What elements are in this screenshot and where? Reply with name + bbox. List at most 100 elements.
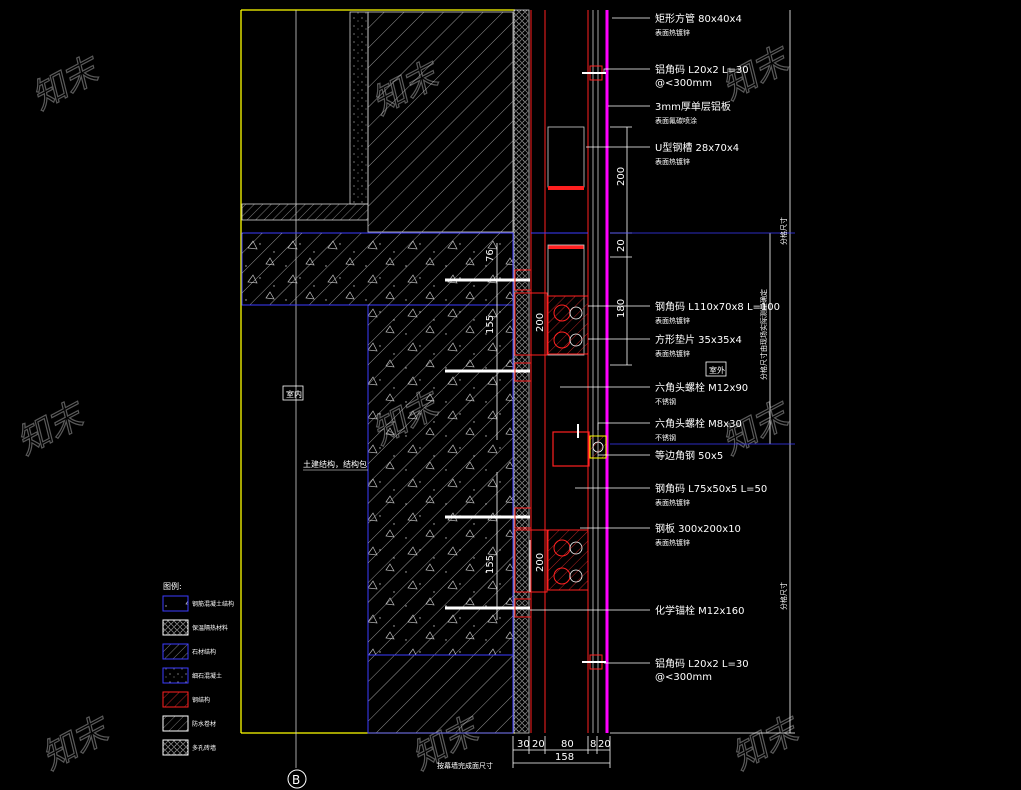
callout-main: 铝角码 L20x2 L=30 <box>655 658 749 670</box>
dim-bottom-1: 30 <box>517 739 530 750</box>
dim-left-2: 155 <box>485 315 496 334</box>
callout-sub: 表面热镀锌 <box>655 157 690 166</box>
dim-bottom-4: 8 <box>590 739 596 750</box>
vertical-note: 分格尺寸由现场实际测量确定 <box>759 289 768 380</box>
dim-plate-2: 200 <box>535 553 546 572</box>
panel-clips <box>582 65 606 670</box>
tag-indoor-text: 室内 <box>286 389 302 399</box>
legend-label: 保温隔热材料 <box>192 624 228 632</box>
watermark-logo: 知末 <box>25 49 107 118</box>
legend-label: 多孔砖墙 <box>192 744 216 752</box>
legend-item-steel: 钢结构 <box>162 691 210 708</box>
legend-label: 防水卷材 <box>192 720 216 728</box>
callout-6: 方形垫片 35x35x4 表面热镀锌 <box>588 333 742 358</box>
callout-4: U型钢槽 28x70x4 表面热镀锌 <box>586 141 739 166</box>
upper-wall <box>241 11 514 233</box>
callout-sub: 不锈钢 <box>655 433 676 442</box>
dim-right-3: 180 <box>616 299 627 318</box>
callout-sub: @<300mm <box>655 672 712 683</box>
dim-total: 158 <box>555 752 574 763</box>
vertical-dimensions: 分格尺寸 分格尺寸 分格尺寸由现场实际测量确定 <box>610 10 795 734</box>
tag-outdoor: 室外 <box>705 361 727 377</box>
callout-sub: 表面氟碳喷涂 <box>655 116 697 125</box>
slab-note: 土建结构，结构包 <box>303 459 367 469</box>
callout-sub: 表面热镀锌 <box>655 498 690 507</box>
callout-1: 矩形方管 80x40x4 表面热镀锌 <box>612 12 742 37</box>
legend-item-stone: 石材结构 <box>162 643 216 660</box>
callout-7: 六角头螺栓 M12x90 不锈钢 <box>560 381 748 406</box>
callout-9: 等边角钢 50x5 <box>598 449 723 462</box>
callout-sub: 不锈钢 <box>655 397 676 406</box>
callout-main: 矩形方管 80x40x4 <box>655 12 742 25</box>
callout-10: 钢角码 L75x50x5 L=50 表面热镀锌 <box>575 482 767 507</box>
dim-plate-1: 200 <box>535 313 546 332</box>
tag-indoor: 室内 <box>282 385 304 401</box>
callout-12: 化学锚栓 M12x160 <box>530 604 745 617</box>
callout-8: 六角头螺栓 M8x30 不锈钢 <box>597 417 742 442</box>
legend-label: 石材结构 <box>192 648 216 656</box>
legend-swatch <box>162 667 189 684</box>
legend-swatch <box>162 595 189 612</box>
bottom-dimensions: 30 20 80 8 20 158 按幕墙完成面尺寸 <box>437 736 611 770</box>
anchor-group-top <box>445 269 589 382</box>
callout-main: 铝角码 L20x2 L=30 <box>655 64 749 76</box>
grid-axis: B <box>287 769 307 789</box>
callout-main: 方形垫片 35x35x4 <box>655 333 742 346</box>
watermark-logo: 知末 <box>725 709 807 778</box>
callout-sub: 表面热镀锌 <box>655 28 690 37</box>
callout-main: 钢角码 L75x50x5 L=50 <box>655 482 767 495</box>
callout-main: 六角头螺栓 M12x90 <box>655 381 748 394</box>
callout-13: 铝角码 L20x2 L=30 @<300mm <box>604 658 749 683</box>
callout-main: 等边角钢 50x5 <box>655 449 723 462</box>
dim-bottom-5: 20 <box>598 739 611 750</box>
watermark-logo: 知末 <box>10 394 92 463</box>
callout-5: 钢角码 L110x70x8 L=100 表面热镀锌 <box>588 300 780 325</box>
legend-item-rc: 钢筋混凝土结构 <box>162 595 234 612</box>
legend-swatch <box>162 715 189 732</box>
tag-outdoor-text: 室外 <box>709 365 725 375</box>
callout-11: 钢板 300x200x10 表面热镀锌 <box>580 522 741 547</box>
legend-swatch <box>162 691 189 708</box>
bottom-note: 按幕墙完成面尺寸 <box>437 761 493 770</box>
legend-item-membrane: 防水卷材 <box>162 715 216 732</box>
floor-slab <box>241 232 514 734</box>
callout-sub: 表面热镀锌 <box>655 349 690 358</box>
dim-right-2: 20 <box>616 239 627 252</box>
callout-main: 六角头螺栓 M8x30 <box>655 417 742 430</box>
legend-swatch <box>162 739 189 756</box>
legend-label: 细石混凝土 <box>192 672 222 680</box>
legend-item-concrete: 细石混凝土 <box>162 667 222 684</box>
anchor-group-bottom <box>445 507 589 618</box>
callout-main: 3mm厚单层铝板 <box>655 100 731 113</box>
right-dimensions: 200 20 180 <box>610 126 632 366</box>
steel-keel <box>530 10 609 733</box>
callout-main: U型钢槽 28x70x4 <box>655 141 739 154</box>
dim-bottom-2: 20 <box>532 739 545 750</box>
callout-sub: @<300mm <box>655 78 712 89</box>
callout-sub: 表面热镀锌 <box>655 538 690 547</box>
dim-left-3: 155 <box>485 555 496 574</box>
legend-title: 图例: <box>163 581 182 591</box>
legend-swatch <box>162 619 189 636</box>
dim-right-1: 200 <box>616 167 627 186</box>
dim-bottom-3: 80 <box>561 739 574 750</box>
legend-label: 钢筋混凝土结构 <box>192 600 234 608</box>
grid-axis-label: B <box>292 773 300 787</box>
vertical-dim-1: 分格尺寸 <box>779 217 788 245</box>
watermark-logo: 知末 <box>35 709 117 778</box>
callout-main: 钢板 300x200x10 <box>655 522 741 535</box>
vertical-dim-2: 分格尺寸 <box>779 582 788 610</box>
angle-bracket <box>552 424 607 467</box>
callout-main: 化学锚栓 M12x160 <box>655 604 745 617</box>
legend-swatch <box>162 643 189 660</box>
legend-item-circles: 保温隔热材料 <box>162 619 228 636</box>
legend-label: 钢结构 <box>192 696 210 704</box>
callout-2: 铝角码 L20x2 L=30 @<300mm <box>603 64 749 89</box>
callout-main: 钢角码 L110x70x8 L=100 <box>655 300 780 313</box>
callout-sub: 表面热镀锌 <box>655 316 690 325</box>
dim-left-1: 76 <box>485 249 496 262</box>
